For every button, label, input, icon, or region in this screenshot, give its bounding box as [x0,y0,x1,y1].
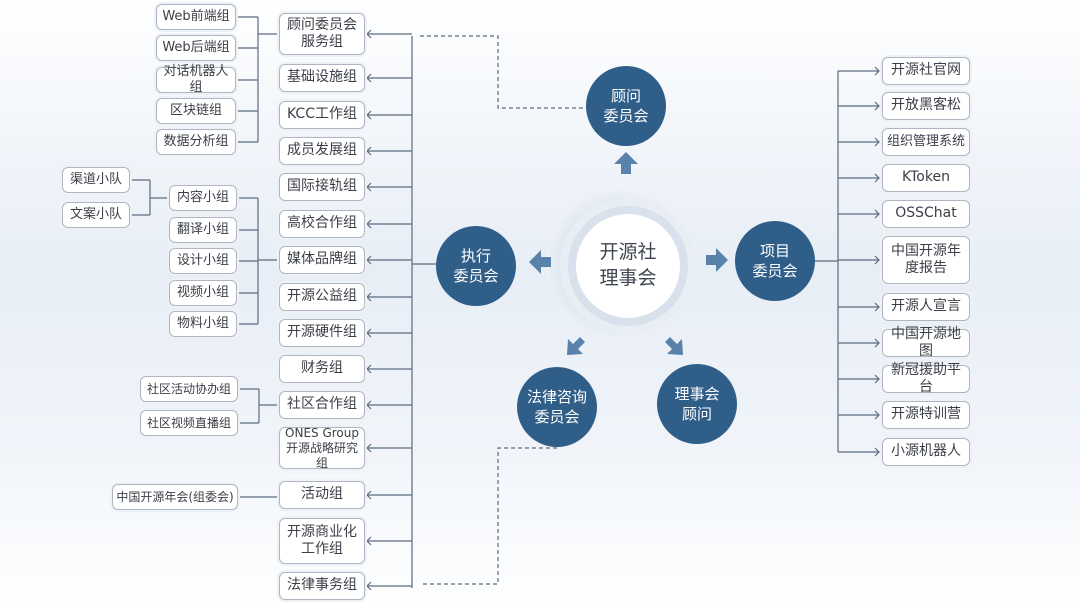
project-branch-arrow [874,338,880,348]
exec-group-commercialization: 开源商业化 工作组 [279,518,365,564]
project-branch-arrow [874,101,880,111]
exec-group-legal-affairs: 法律事务组 [279,572,365,600]
project-branch-arrow [874,410,880,420]
project-branch-arrow [874,447,880,457]
exec-group-events: 活动组 [279,481,365,509]
exec-branch-arrow [366,255,372,265]
exec-branch-arrow [366,400,372,410]
exec-group-public-welfare: 开源公益组 [279,283,365,311]
subgroup-data-analysis: 数据分析组 [156,129,236,155]
project-org-system: 组织管理系统 [882,128,970,156]
legal-dashed-link [420,447,557,585]
team-channel: 渠道小队 [62,167,130,193]
exec-group-finance: 财务组 [279,355,365,383]
project-branch-arrow [874,302,880,312]
project-branch-arrow [874,209,880,219]
legal-committee: 法律咨询 委员会 [517,367,597,447]
exec-group-university: 高校合作组 [279,210,365,238]
exec-group-international: 国际接轨组 [279,173,365,201]
arrow-up-icon [614,152,638,174]
exec-branch-arrow [366,581,372,591]
exec-group-ones: ONES Group 开源战略研究组 [279,426,365,470]
exec-branch-arrow [366,443,372,453]
advisory-dashed-link [420,35,590,109]
subgroup-web-backend: Web后端组 [156,35,236,61]
exec-branch-arrow [366,536,372,546]
subgroup-design: 设计小组 [169,248,237,274]
exec-group-advisory-service: 顾问委员会 服务组 [279,13,365,55]
project-training-camp: 开源特训营 [882,401,970,429]
project-osschat: OSSChat [882,200,970,228]
arrow-down-left-icon [567,337,585,355]
team-copywriting: 文案小队 [62,202,130,228]
subgroup-translation: 翻译小组 [169,217,237,243]
exec-branch-arrow [366,219,372,229]
subgroup-community-livestream: 社区视频直播组 [140,410,238,436]
project-branch-arrow [874,255,880,265]
project-oss-map: 中国开源地图 [882,326,970,359]
subgroup-community-events: 社区活动协办组 [140,376,238,402]
project-hackathon: 开放黑客松 [882,92,970,120]
project-covid-platform: 新冠援助平台 [882,362,970,395]
project-bot: 小源机器人 [882,438,970,466]
project-ktoken: KToken [882,164,970,192]
project-annual-report: 中国开源年 度报告 [882,236,970,284]
exec-branch-arrow [366,490,372,500]
exec-branch-arrow [366,29,372,39]
project-branch-arrow [874,66,880,76]
subgroup-materials: 物料小组 [169,311,237,337]
subgroup-web-frontend: Web前端组 [156,4,236,30]
arrow-down-right-icon [665,337,683,355]
exec-branch-arrow [366,182,372,192]
arrow-right-icon [706,248,728,272]
advisory-committee: 顾问 委员会 [586,66,666,146]
exec-branch-arrow [366,110,372,120]
subgroup-coscon-committee: 中国开源年会(组委会) [112,484,238,510]
exec-group-kcc: KCC工作组 [279,101,365,129]
exec-group-infrastructure: 基础设施组 [279,64,365,92]
project-committee: 项目 委员会 [735,221,815,301]
exec-branch-arrow [366,73,372,83]
exec-branch-arrow [366,328,372,338]
council-core: 开源社 理事会 [576,214,680,318]
exec-group-community: 社区合作组 [279,391,365,419]
project-website: 开源社官网 [882,57,970,85]
subgroup-blockchain: 区块链组 [156,98,236,124]
subgroup-content: 内容小组 [169,185,237,211]
exec-group-hardware: 开源硬件组 [279,319,365,347]
council-advisor: 理事会 顾问 [657,364,737,444]
exec-group-member-development: 成员发展组 [279,137,365,165]
project-branch-arrow [874,137,880,147]
subgroup-chatbot: 对话机器人组 [156,64,236,95]
project-branch-arrow [874,374,880,384]
exec-branch-arrow [366,146,372,156]
project-branch-arrow [874,173,880,183]
executive-committee: 执行 委员会 [436,226,516,306]
arrow-left-icon [529,250,551,274]
project-manifesto: 开源人宣言 [882,293,970,321]
exec-branch-arrow [366,292,372,302]
exec-branch-arrow [366,364,372,374]
exec-group-media-brand: 媒体品牌组 [279,246,365,274]
subgroup-video: 视频小组 [169,280,237,306]
